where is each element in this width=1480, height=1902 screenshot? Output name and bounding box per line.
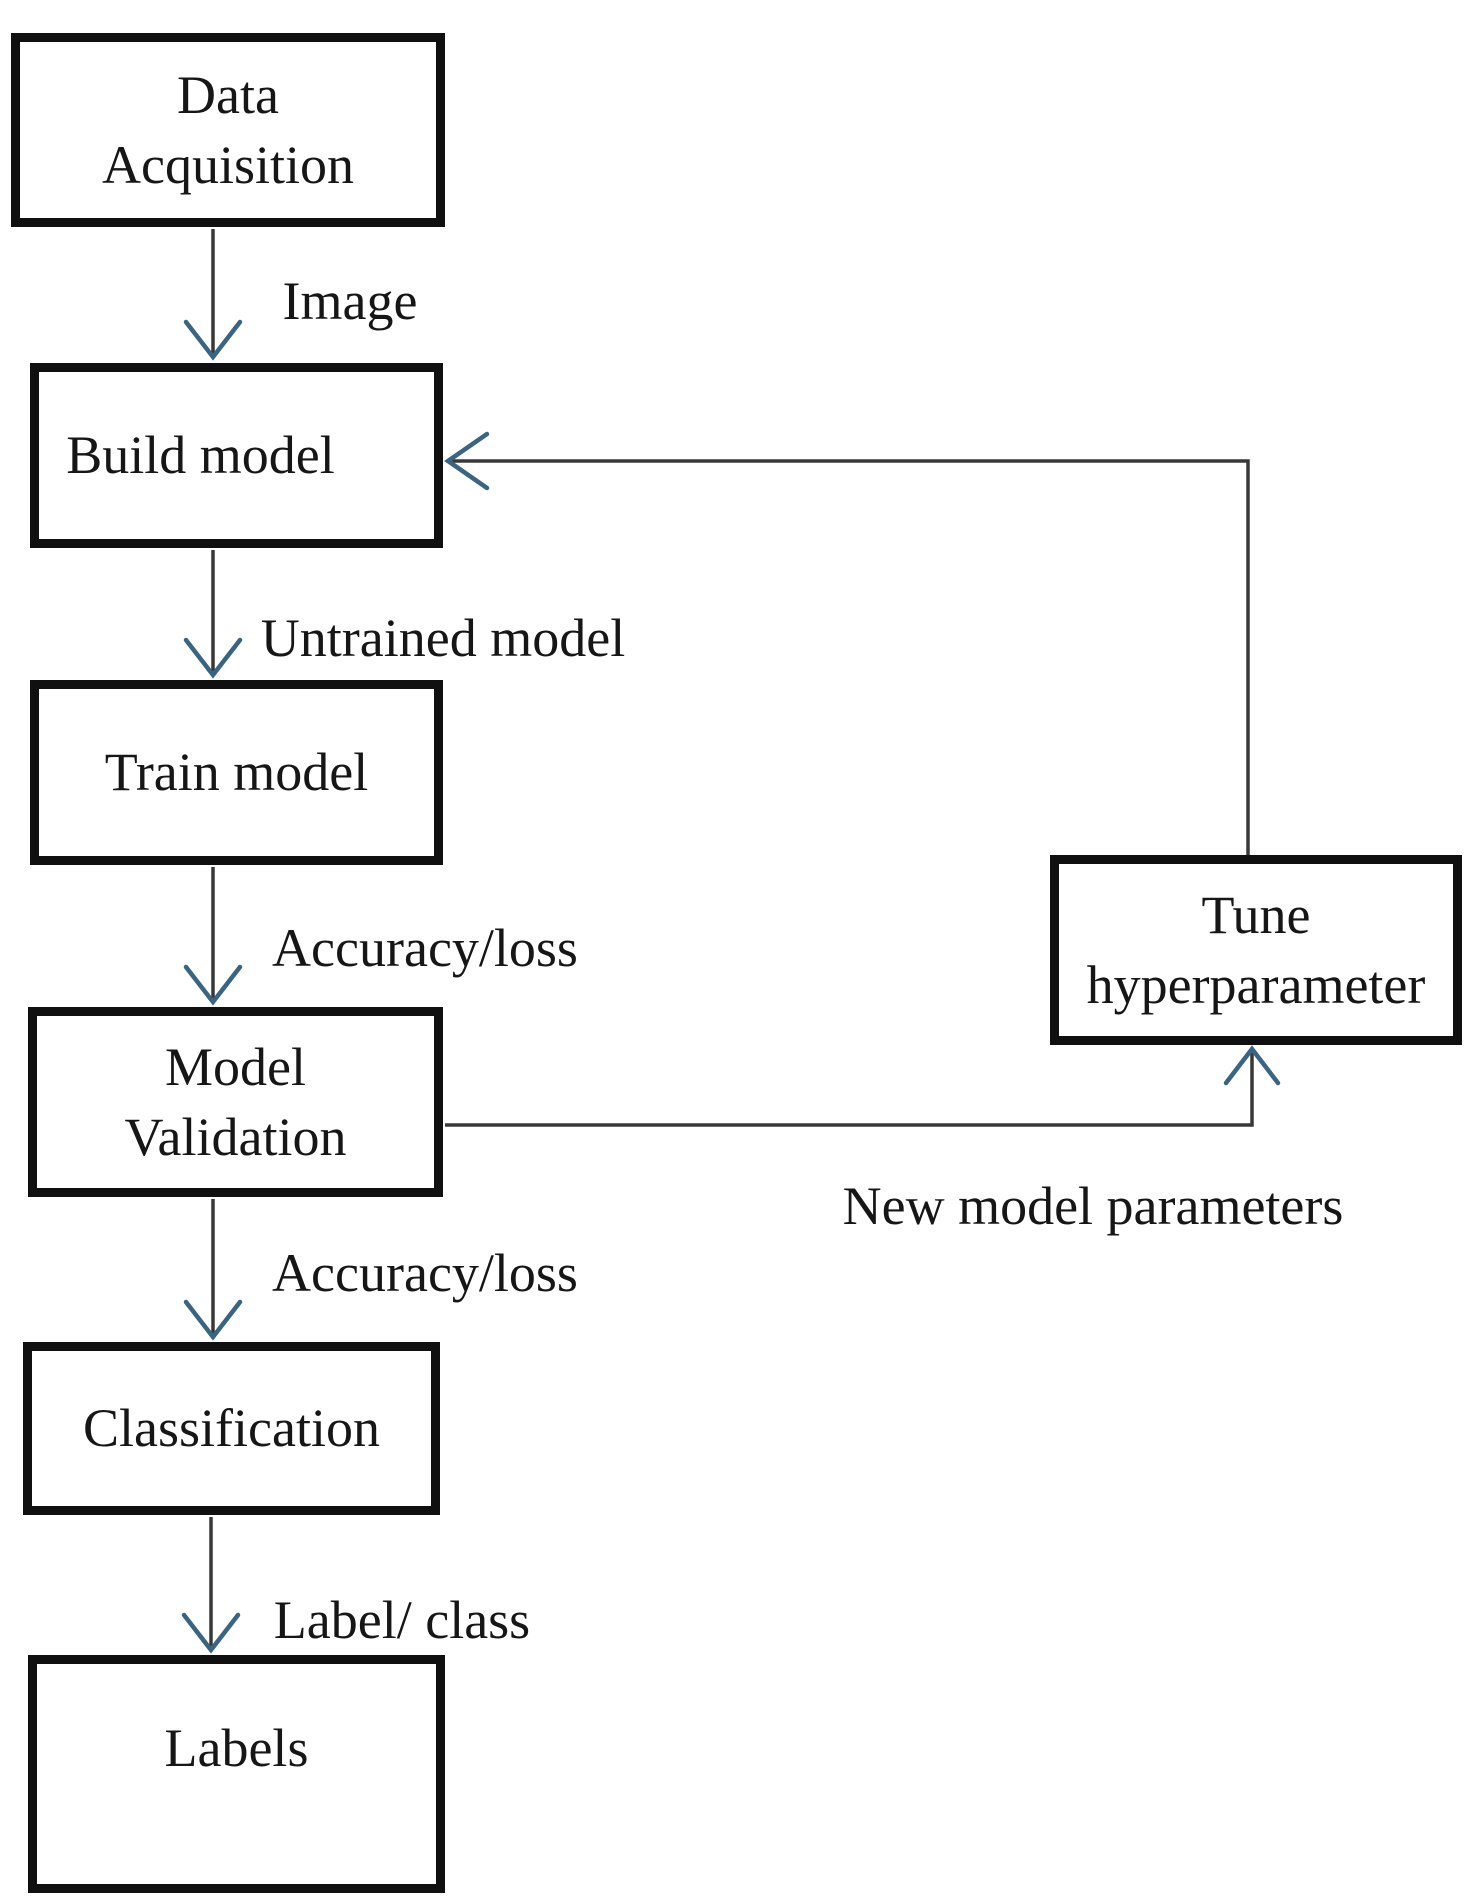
node-data-acquisition: Data Acquisition: [11, 33, 445, 227]
arrow-train-to-validation: [183, 867, 243, 1006]
edge-label-untrained-model: Untrained model: [260, 608, 626, 668]
arrow-validation-to-tune: [445, 1045, 1281, 1127]
arrow-build-to-train: [183, 550, 243, 679]
node-tune-hyperparameter: Tune hyperparameter: [1050, 855, 1462, 1045]
edge-label-label-class: Label/ class: [273, 1590, 531, 1650]
arrow-classification-to-labels: [181, 1517, 241, 1654]
node-build-model: Build model: [30, 363, 443, 548]
node-classification: Classification: [23, 1342, 440, 1515]
arrow-tune-to-build: [444, 431, 1250, 855]
arrow-validation-to-classification: [183, 1199, 243, 1341]
node-model-validation: Model Validation: [28, 1007, 443, 1197]
arrow-data-to-build: [183, 229, 243, 361]
edge-label-accuracy-loss-train: Accuracy/loss: [272, 918, 578, 978]
node-train-model: Train model: [30, 680, 443, 865]
edge-label-accuracy-loss-validation: Accuracy/loss: [272, 1243, 578, 1303]
node-labels: Labels: [28, 1655, 445, 1893]
edge-label-new-model-parameters: New model parameters: [842, 1176, 1344, 1236]
edge-label-image: Image: [282, 271, 418, 331]
